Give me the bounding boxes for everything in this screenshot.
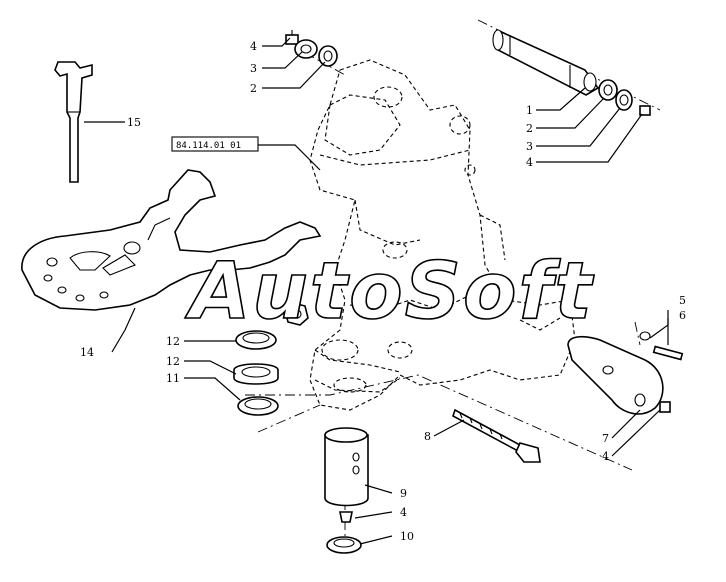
right-lower-pin-assembly: [567, 331, 684, 415]
hitch-part-14: [21, 169, 322, 311]
callout-7: 7: [602, 432, 609, 445]
callout-3-b: 3: [526, 140, 533, 153]
callout-10: 10: [400, 530, 414, 543]
callout-12-b: 12: [166, 355, 180, 368]
callout-4-d: 4: [400, 506, 407, 519]
callout-6: 6: [679, 309, 686, 322]
callout-12-a: 12: [166, 335, 180, 348]
callout-2-a: 2: [250, 82, 257, 95]
callout-4-b: 4: [526, 156, 533, 169]
callout-14: 14: [80, 346, 94, 359]
callout-1: 1: [526, 104, 533, 117]
right-pin-assembly: [492, 28, 651, 116]
callout-numbers: 4 3 2 1 2 3 4 15 14 12 12 11 5 6 7 4 8 9…: [80, 40, 686, 543]
callout-4-a: 4: [250, 40, 257, 53]
callout-5: 5: [679, 294, 686, 307]
leader-lines: [84, 37, 669, 545]
callout-4-c: 4: [602, 450, 609, 463]
callout-9: 9: [400, 487, 407, 500]
callout-11: 11: [166, 372, 180, 385]
lower-pin-assembly: [324, 427, 369, 554]
bolt-part-8: [452, 408, 541, 463]
reference-box: 84.114.01 01: [171, 136, 321, 171]
bushings: [233, 330, 279, 416]
tool-part-15: [54, 61, 93, 183]
callout-2-b: 2: [526, 122, 533, 135]
watermark-text: AutoSoft: [184, 247, 594, 337]
reference-box-text: 84.114.01 01: [176, 141, 241, 151]
callout-15: 15: [127, 116, 141, 129]
callout-8: 8: [424, 430, 431, 443]
callout-3-a: 3: [250, 62, 257, 75]
nut: [284, 302, 309, 326]
ghost-housing: [309, 59, 576, 411]
